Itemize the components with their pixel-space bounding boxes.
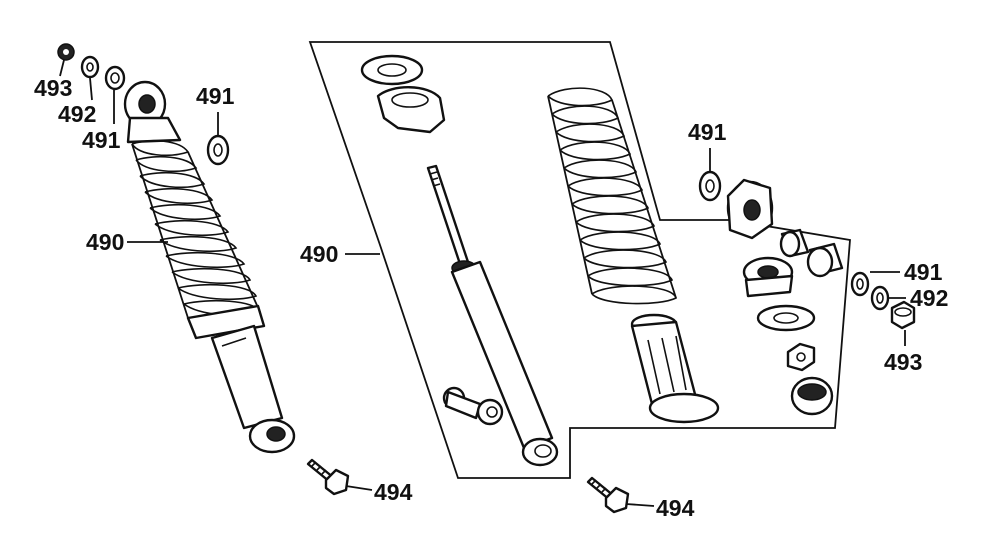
- sleeve-icon: [779, 228, 810, 258]
- left-nut-icon: [57, 43, 75, 61]
- spring-retainer-icon: [376, 86, 446, 134]
- assembled-shock-absorber: [123, 80, 296, 454]
- callout-494-right: 494: [656, 495, 695, 521]
- callout-491-center: 491: [688, 119, 727, 145]
- callout-491-right: 491: [904, 259, 943, 285]
- hex-nut-icon: [786, 342, 816, 372]
- callout-494-left: 494: [374, 479, 413, 505]
- top-seat-washer-icon: [360, 54, 424, 86]
- coil-spring-icon: [547, 87, 677, 305]
- callout-491-left-side: 491: [196, 83, 235, 109]
- right-washer-icon: [870, 285, 890, 311]
- callout-493-left: 493: [34, 75, 72, 101]
- right-bushing-icon: [850, 271, 870, 297]
- bushing-pair-icon: [442, 386, 504, 426]
- bolt-left-icon: [306, 458, 350, 496]
- upper-mount-icon: [726, 178, 774, 240]
- center-washer-icon: [698, 170, 722, 202]
- callout-493-right: 493: [884, 349, 922, 375]
- left-bushing-icon: [104, 65, 126, 91]
- lower-rubber-icon: [790, 376, 834, 416]
- callout-492-right: 492: [910, 285, 948, 311]
- dust-boot-icon: [630, 313, 720, 424]
- damper-rod-icon: [426, 164, 559, 467]
- left-side-washer-icon: [206, 134, 230, 166]
- rubber-mount-icon: [742, 256, 794, 298]
- callout-492-left: 492: [58, 101, 96, 127]
- exploded-group-outline: [308, 41, 851, 479]
- callout-490-left: 490: [86, 229, 124, 255]
- callout-491-left: 491: [82, 127, 121, 153]
- bolt-right-icon: [586, 476, 630, 514]
- left-washer-icon: [80, 55, 100, 79]
- right-nut-icon: [890, 300, 916, 330]
- callout-490-group: 490: [300, 241, 338, 267]
- shock-spring: [131, 139, 262, 319]
- spacer-icon: [806, 242, 844, 278]
- flat-washer-icon: [756, 304, 816, 332]
